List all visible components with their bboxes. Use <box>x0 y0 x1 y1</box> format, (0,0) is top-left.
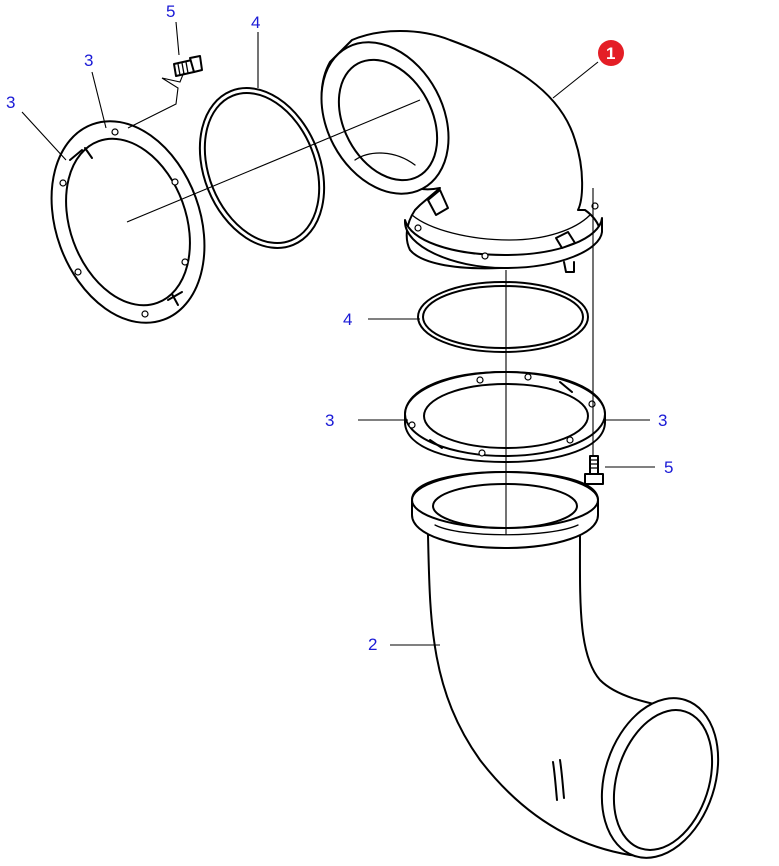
callout-5-mid: 5 <box>664 458 673 477</box>
callout-3-mid-left: 3 <box>325 411 334 430</box>
callout-4-mid: 4 <box>343 310 352 329</box>
bolt-mid-part-5 <box>584 455 604 485</box>
flange-ring-left-part-3 <box>50 120 206 324</box>
callout-leaders <box>21 21 655 646</box>
callout-5-top: 5 <box>166 2 175 21</box>
callout-labels: 5 4 3 3 1 4 3 3 5 2 <box>6 2 673 654</box>
assembly-lines <box>126 71 594 535</box>
elbow-upper-part-1 <box>320 30 603 273</box>
flange-ring-mid-part-3 <box>404 371 606 463</box>
callout-3-left: 3 <box>6 93 15 112</box>
callout-3-mid-right: 3 <box>658 411 667 430</box>
bolt-top-part-5 <box>173 55 203 77</box>
elbow-lower-part-2 <box>411 471 720 859</box>
o-ring-left-part-4 <box>198 87 326 249</box>
callout-1: 1 <box>606 44 615 63</box>
callout-2: 2 <box>368 635 377 654</box>
callout-1-badge <box>598 40 624 66</box>
callout-3-top: 3 <box>84 51 93 70</box>
callout-4-top: 4 <box>251 13 260 32</box>
o-ring-mid-part-4 <box>417 281 589 353</box>
